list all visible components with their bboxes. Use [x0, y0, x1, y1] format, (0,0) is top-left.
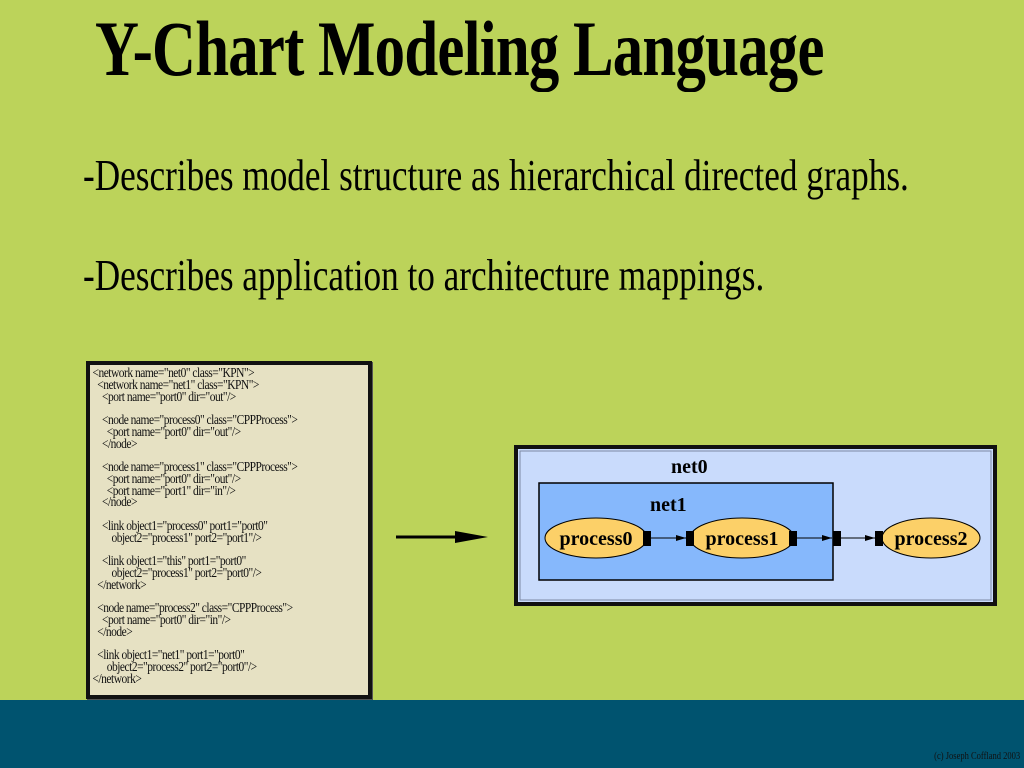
svg-text:process1: process1: [706, 528, 779, 550]
bullet-mappings: -Describes application to architecture m…: [83, 251, 765, 300]
svg-text:process2: process2: [895, 528, 968, 550]
code-line: </node>: [92, 436, 138, 452]
code-line: <port name="port0" dir="out"/>: [92, 389, 236, 405]
svg-text:process0: process0: [560, 528, 633, 550]
code-line: <network name="net1" class="KPN">: [92, 377, 259, 393]
code-line: <port name="port0" dir="in"/>: [92, 612, 231, 628]
net1-label: net1: [650, 494, 687, 516]
xml-code-box: <network name="net0" class="KPN"> <netwo…: [86, 361, 372, 699]
code-line: <port name="port0" dir="out"/>: [92, 424, 241, 440]
code-line: <link object1="this" port1="port0": [92, 554, 246, 569]
ports: [643, 531, 883, 546]
code-line: <link object1="process0" port1="port0": [92, 518, 268, 534]
mapping-arrow: [396, 531, 488, 543]
code-line: object2="process2" port2="port0"/>: [92, 659, 257, 675]
network-diagram: net0 net1 process0 process1 process2: [396, 445, 997, 606]
node-process0: process0: [544, 517, 648, 559]
code-line: object2="process1" port2="port1"/>: [92, 530, 262, 546]
code-line: <port name="port0" dir="out"/>: [92, 471, 241, 487]
node-process2: process2: [881, 517, 981, 559]
code-line: <port name="port1" dir="in"/>: [92, 483, 236, 499]
node-process1: process1: [689, 517, 795, 559]
bullet-graphs: -Describes model structure as hierarchic…: [83, 151, 909, 200]
copyright-credit: (c) Joseph Coffland 2003: [933, 751, 1020, 762]
code-line: <node name="process2" class="CPPProcess"…: [92, 601, 293, 616]
code-line: <node name="process1" class="CPPProcess"…: [92, 460, 298, 475]
code-line: <node name="process0" class="CPPProcess"…: [92, 413, 298, 428]
footer-bar: (c) Joseph Coffland 2003: [0, 700, 1024, 768]
slide-title: Y-Chart Modeling Language: [95, 5, 824, 92]
code-line: </network>: [92, 577, 147, 593]
xml-code: <network name="net0" class="KPN"> <netwo…: [90, 365, 318, 687]
net0-label: net0: [671, 456, 708, 478]
code-line: object2="process1" port2="port0"/>: [92, 565, 262, 581]
code-line: </node>: [92, 495, 138, 511]
code-line: </node>: [92, 624, 133, 640]
code-line: <network name="net0" class="KPN">: [92, 366, 255, 381]
code-line: </network>: [92, 671, 142, 687]
code-line: <link object1="net1" port1="port0": [92, 648, 245, 663]
